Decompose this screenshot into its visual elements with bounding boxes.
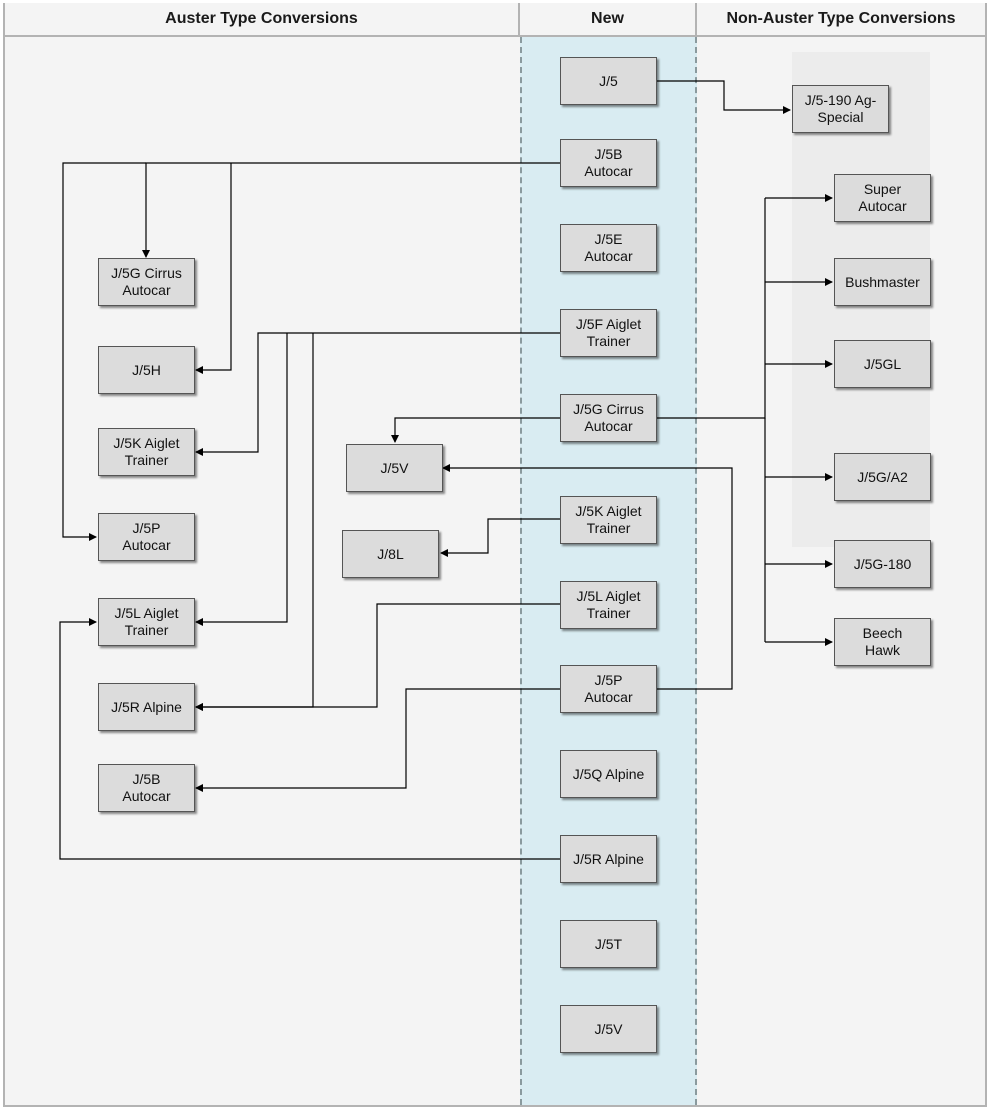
edge-j5b-to-j5g-cirrus	[142, 162, 560, 258]
node-auster-j5h[interactable]: J/5H	[98, 346, 195, 394]
header-new: New	[520, 3, 697, 37]
node-non-super-autocar[interactable]: Super Autocar	[834, 174, 931, 222]
node-new-j5e[interactable]: J/5E Autocar	[560, 224, 657, 272]
node-non-j5g-a2[interactable]: J/5G/A2	[834, 453, 931, 501]
edge-j5g-to-j5v	[391, 417, 560, 443]
node-auster-j5k-aiglet[interactable]: J/5K Aiglet Trainer	[98, 428, 195, 476]
edge-j5f-to-j5r-alpine	[195, 333, 314, 711]
node-non-j5g-180[interactable]: J/5G-180	[834, 540, 931, 588]
edge-j5g-trunk	[657, 198, 766, 419]
node-auster-j5l-aiglet[interactable]: J/5L Aiglet Trainer	[98, 598, 195, 646]
node-auster-j8l[interactable]: J/8L	[342, 530, 439, 578]
node-new-j5b[interactable]: J/5B Autocar	[560, 139, 657, 187]
node-non-j5-190[interactable]: J/5-190 Ag- Special	[792, 85, 889, 133]
node-non-beech-hawk[interactable]: Beech Hawk	[834, 618, 931, 666]
header-auster-conversions: Auster Type Conversions	[5, 3, 520, 37]
node-new-j5t[interactable]: J/5T	[560, 920, 657, 968]
edge-j5b-to-j5h	[195, 163, 232, 374]
node-new-j5g[interactable]: J/5G Cirrus Autocar	[560, 394, 657, 442]
node-new-j5l[interactable]: J/5L Aiglet Trainer	[560, 581, 657, 629]
edge-j5l-to-j5r-alpine	[195, 603, 560, 711]
node-auster-j5g-cirrus[interactable]: J/5G Cirrus Autocar	[98, 258, 195, 306]
node-auster-j5b-autocar[interactable]: J/5B Autocar	[98, 764, 195, 812]
node-new-j5p[interactable]: J/5P Autocar	[560, 665, 657, 713]
node-new-j5k[interactable]: J/5K Aiglet Trainer	[560, 496, 657, 544]
node-auster-j5p-autocar[interactable]: J/5P Autocar	[98, 513, 195, 561]
node-auster-j5r-alpine[interactable]: J/5R Alpine	[98, 683, 195, 731]
node-auster-j5v[interactable]: J/5V	[346, 444, 443, 492]
edge-j5p-to-j5b-autocar	[195, 688, 560, 792]
edge-j5-to-j5-190	[657, 80, 791, 114]
node-new-j5v[interactable]: J/5V	[560, 1005, 657, 1053]
edge-j5r-to-j5l-aiglet	[59, 618, 560, 860]
edge-j5f-to-j5k-aiglet	[195, 332, 560, 456]
node-non-bushmaster[interactable]: Bushmaster	[834, 258, 931, 306]
edge-j5f-to-j5l-aiglet	[195, 333, 288, 626]
node-non-j5gl[interactable]: J/5GL	[834, 340, 931, 388]
node-new-j5[interactable]: J/5	[560, 57, 657, 105]
header-non-auster-conversions: Non-Auster Type Conversions	[697, 3, 985, 37]
node-new-j5f[interactable]: J/5F Aiglet Trainer	[560, 309, 657, 357]
node-new-j5q[interactable]: J/5Q Alpine	[560, 750, 657, 798]
edge-j5k-to-j8l	[440, 518, 560, 557]
edge-j5p-to-j5v	[442, 464, 733, 690]
node-new-j5r[interactable]: J/5R Alpine	[560, 835, 657, 883]
edge-j5b-to-j5p-autocar	[62, 162, 146, 541]
